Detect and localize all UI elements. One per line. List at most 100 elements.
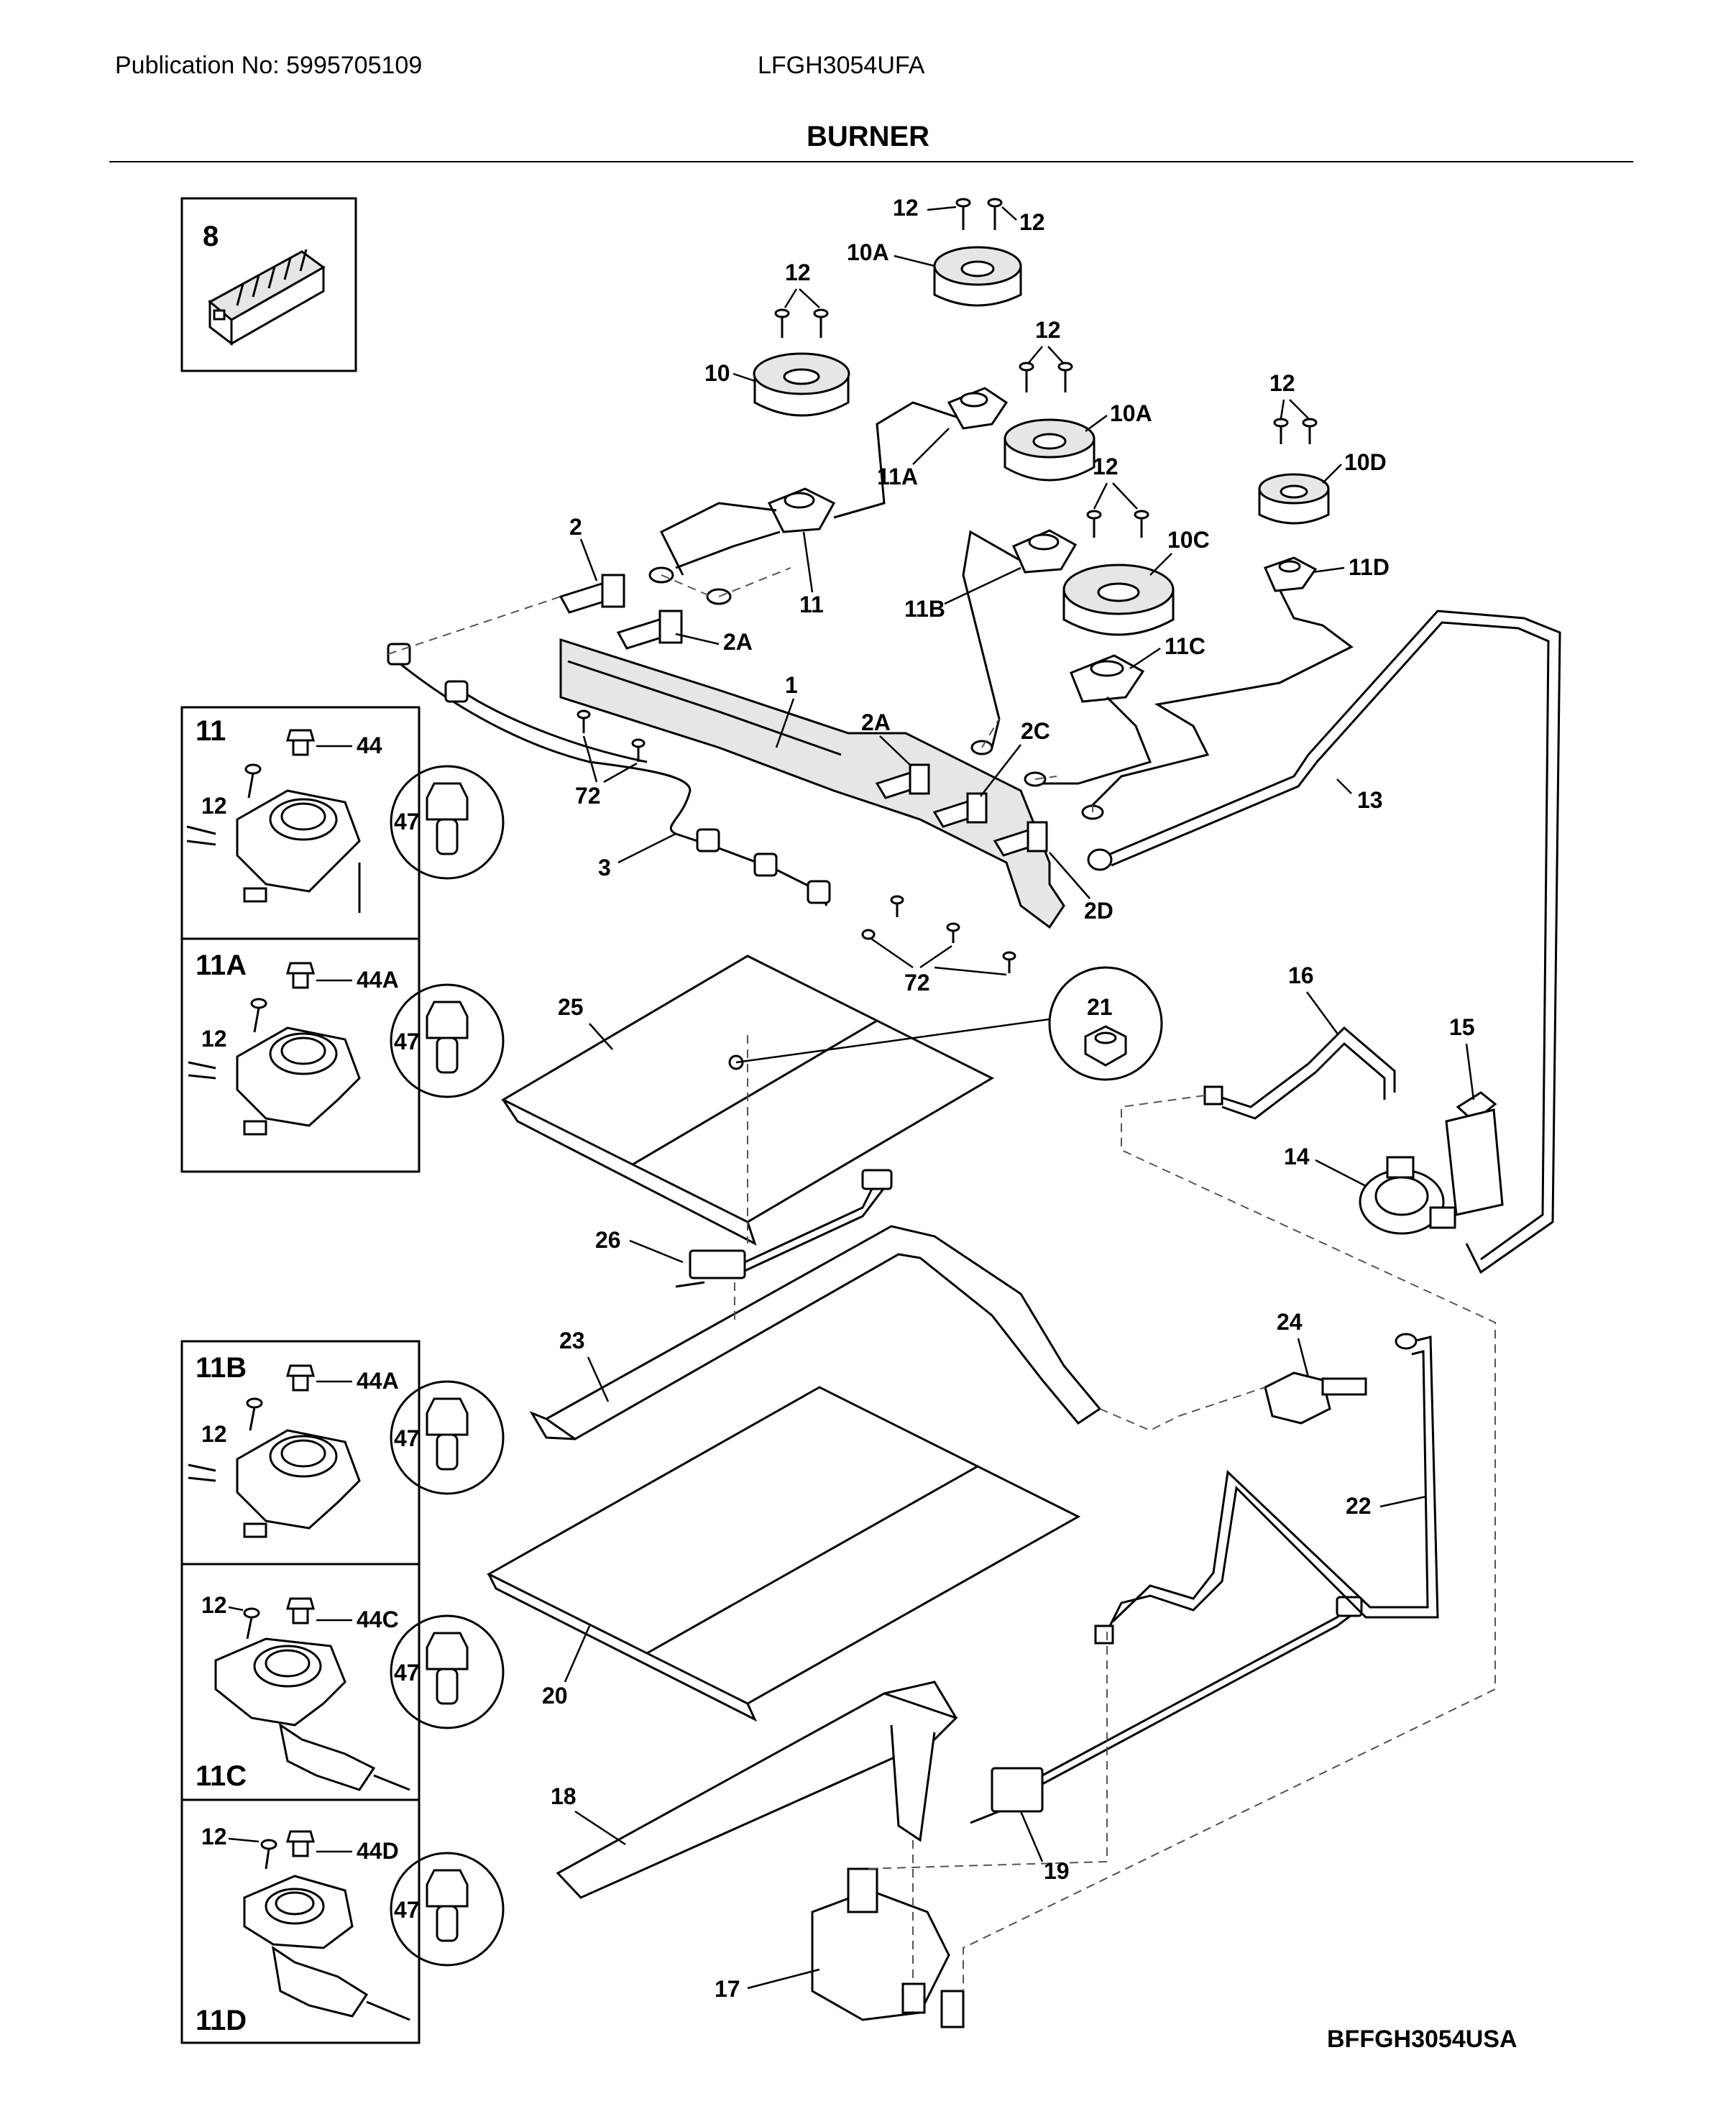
regulator-tube-16 xyxy=(1203,1026,1396,1120)
inset-box-11A-title: 11A xyxy=(196,950,247,981)
inset-box-11D: 11D 44D 12 47 xyxy=(180,1798,505,2044)
callout-15: 15 xyxy=(1449,1014,1475,1040)
callout-10A: 10A xyxy=(847,239,889,265)
burner-base-11 xyxy=(767,487,836,533)
callout-11D: 11D xyxy=(1349,554,1390,580)
cap-screw-icon xyxy=(286,729,315,756)
gas-valve-2 xyxy=(559,566,674,614)
burner-valve-body-icon xyxy=(188,1026,361,1136)
connection-dash-orifice xyxy=(1099,1387,1266,1432)
inset-box-11A-screw-label: 12 xyxy=(201,1026,227,1052)
gas-tube-13-inner xyxy=(1111,621,1550,1261)
callout-12: 12 xyxy=(1269,370,1295,396)
callout-12: 12 xyxy=(785,259,811,285)
inset-box-8-title: 8 xyxy=(203,221,219,252)
connection-dash-igniter xyxy=(862,1632,1108,1870)
orifice-spud-circle xyxy=(390,983,505,1098)
callout-22: 22 xyxy=(1346,1493,1372,1519)
inset-box-11A-cap-label: 44A xyxy=(357,967,399,993)
connection-dash-igniter-26 xyxy=(734,1035,748,1323)
burner-head-10A-top xyxy=(933,246,1022,307)
heat-shield-25 xyxy=(500,955,995,1246)
inset-box-11C: 11C 44C 12 47 xyxy=(180,1563,505,1801)
oven-safety-valve-17 xyxy=(811,1867,965,2028)
screw-icon xyxy=(250,998,267,1033)
callout-25: 25 xyxy=(558,994,584,1020)
inset-box-11C-orifice-label: 47 xyxy=(394,1660,420,1686)
burner-head-10C xyxy=(1062,564,1175,636)
burner-head-10A-right xyxy=(1004,418,1096,482)
callout-12: 12 xyxy=(1019,209,1045,235)
gas-tube-22 xyxy=(1094,1333,1439,1645)
screws-72 xyxy=(577,709,1016,973)
callout-21: 21 xyxy=(1087,994,1113,1020)
burner-tube-d xyxy=(962,530,1021,748)
gas-valve-2A-left xyxy=(616,588,732,650)
callout-11B: 11B xyxy=(904,596,945,622)
callout-12: 12 xyxy=(1035,317,1061,343)
orifice-spud-circle xyxy=(390,1380,505,1495)
callout-11: 11 xyxy=(799,592,824,617)
callout-18: 18 xyxy=(551,1783,577,1809)
callout-12: 12 xyxy=(893,195,919,221)
callout-10: 10 xyxy=(704,360,730,386)
inset-box-11A: 11A 44A 12 47 xyxy=(180,937,505,1173)
inset-box-8: 8 xyxy=(180,197,357,372)
screw-icon xyxy=(243,1607,260,1640)
burner-tube-a xyxy=(833,401,957,519)
burner-valve-body-icon xyxy=(186,789,361,913)
burner-valve-body-icon xyxy=(188,1429,361,1538)
callout-2: 2 xyxy=(569,514,582,540)
leader-21 xyxy=(735,1018,1050,1064)
callout-24: 24 xyxy=(1277,1309,1303,1335)
burner-head-10 xyxy=(753,352,850,417)
burner-base-11B xyxy=(1012,529,1078,574)
inset-box-11B: 11B 44A 12 47 xyxy=(180,1340,505,1566)
regulator-bracket-15 xyxy=(1445,1091,1504,1216)
broil-igniter-19 xyxy=(970,1596,1363,1824)
inset-box-11-orifice-label: 47 xyxy=(394,809,420,835)
inset-box-11D-screw-label: 12 xyxy=(201,1824,227,1849)
burner-valve-body-icon xyxy=(243,1875,410,2021)
inset-box-11C-screw-label: 12 xyxy=(201,1592,227,1618)
callout-17: 17 xyxy=(715,1976,740,2002)
callout-10A: 10A xyxy=(1110,400,1152,426)
screw-icon xyxy=(244,763,262,799)
inset-box-11D-cap-label: 44D xyxy=(357,1838,399,1864)
burner-head-10D xyxy=(1258,473,1330,525)
callout-1: 1 xyxy=(785,672,798,698)
inset-box-11C-title: 11C xyxy=(196,1760,247,1792)
inset-box-11-screw-label: 12 xyxy=(201,793,227,819)
orifice-fitting-24 xyxy=(1264,1371,1367,1425)
screw-icon xyxy=(246,1397,263,1431)
burner-tube-b xyxy=(675,530,781,569)
callout-13: 13 xyxy=(1357,787,1383,813)
inset-box-11D-orifice-label: 47 xyxy=(394,1897,420,1923)
callout-14: 14 xyxy=(1284,1144,1310,1169)
inset-box-11-title: 11 xyxy=(196,715,226,747)
cap-screw-icon xyxy=(286,962,315,989)
screw-icon xyxy=(260,1839,277,1870)
burner-tube-e xyxy=(1042,696,1152,785)
callout-11A: 11A xyxy=(877,464,918,489)
burner-base-11D xyxy=(1263,556,1318,592)
broil-burner-18 xyxy=(556,1681,958,1899)
cap-screw-icon xyxy=(286,1830,315,1857)
burner-tube-c xyxy=(659,502,777,576)
callout-23: 23 xyxy=(559,1328,585,1353)
callout-2D: 2D xyxy=(1084,898,1113,924)
inset-box-11D-title: 11D xyxy=(196,2005,247,2036)
inset-box-11C-cap-label: 44C xyxy=(357,1607,399,1632)
connection-dash-regulator xyxy=(963,1095,1496,1991)
connection-dash-valves xyxy=(387,567,1093,812)
burner-tube-f xyxy=(1084,589,1354,814)
callout-2A: 2A xyxy=(861,709,891,735)
callout-2A: 2A xyxy=(723,629,753,655)
orifice-spud-circle xyxy=(390,765,505,880)
callout-labels: 12 12 10A 12 10 12 10A 11A 12 12 10D 10C… xyxy=(542,195,1475,2002)
publication-number: Publication No: 5995705109 xyxy=(115,52,423,79)
callout-20: 20 xyxy=(542,1683,568,1709)
hex-nut-circle xyxy=(1048,966,1163,1081)
orifice-spud-circle xyxy=(390,1614,505,1729)
